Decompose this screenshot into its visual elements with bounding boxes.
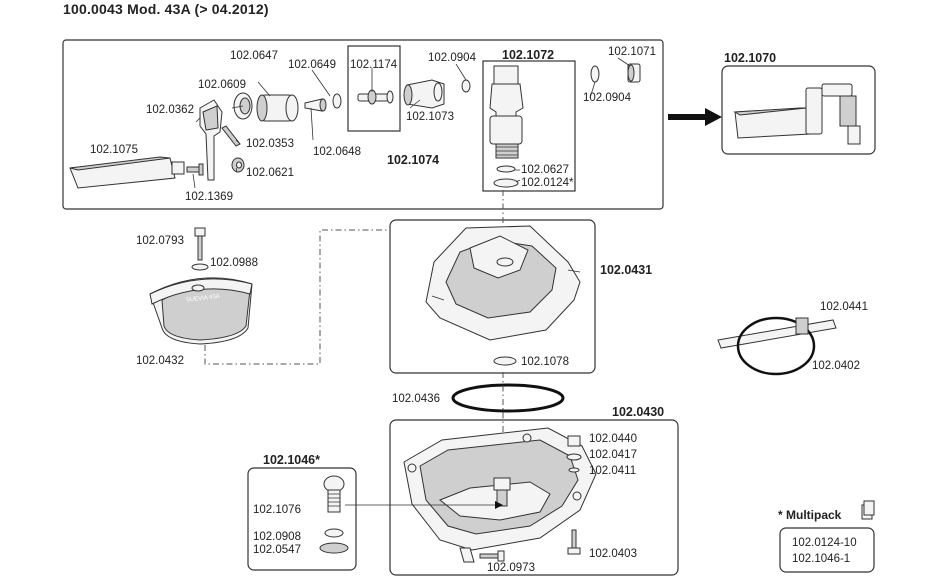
part-oring-0904-c (590, 65, 600, 83)
part-valve-body-1073 (403, 79, 445, 109)
valve-subassembly-frame-1072 (482, 60, 576, 192)
label-102-0440: 102.0440 (589, 433, 637, 445)
label-102-0648: 102.0648 (313, 146, 361, 158)
part-washer-0649 (332, 93, 342, 109)
frame-0430 (389, 419, 679, 576)
label-102-0124: 102.0124* (521, 177, 574, 189)
part-washer-0124 (493, 178, 519, 188)
label-102-0647: 102.0647 (230, 50, 278, 62)
part-oring-1078 (493, 356, 517, 366)
label-102-0436: 102.0436 (392, 393, 440, 405)
part-screw-0973 (479, 550, 505, 562)
part-valve-seat (493, 477, 511, 507)
part-nozzle-0648 (304, 98, 327, 112)
part-pin-0353 (221, 125, 241, 147)
part-assembly-1070 (733, 83, 861, 145)
label-102-1174: 102.1174 (350, 59, 398, 71)
frame-1070 (721, 65, 876, 155)
valve-subassembly-frame-1074 (347, 45, 401, 132)
multipack-frame (779, 527, 875, 573)
label-102-0609: 102.0609 (198, 79, 246, 91)
label-102-0431: 102.0431 (600, 263, 652, 277)
label-102-0547: 102.0547 (253, 544, 301, 556)
diagram-title: 100.0043 Mod. 43A (> 04.2012) (63, 1, 269, 17)
label-102-0417: 102.0417 (589, 449, 637, 461)
arrowhead-1046 (495, 501, 503, 509)
arrow-to-1070 (668, 108, 722, 126)
multipack-item-1: 102.0124-10 (792, 537, 857, 549)
part-oring-0436 (451, 383, 565, 413)
label-102-0362: 102.0362 (146, 104, 194, 116)
part-cap-1071 (627, 63, 641, 83)
label-102-1072: 102.1072 (502, 48, 554, 62)
part-valve-1072 (489, 65, 524, 159)
part-bushing-0647 (256, 94, 299, 122)
part-screw-1369 (186, 163, 204, 176)
part-float-housing (69, 156, 185, 189)
part-oring-0627 (496, 165, 516, 173)
multipack-box-icon (861, 500, 875, 520)
label-102-1071: 102.1071 (608, 46, 656, 58)
label-102-1073: 102.1073 (406, 111, 454, 123)
part-screw-0403 (567, 529, 581, 555)
part-spindle-1174 (357, 89, 389, 105)
label-102-0649: 102.0649 (288, 59, 336, 71)
part-nut-0621 (231, 157, 245, 173)
label-102-0403: 102.0403 (589, 548, 637, 560)
multipack-item-2: 102.1046-1 (792, 553, 850, 565)
part-oring-0904-b (461, 79, 471, 93)
part-drinking-bowl-0431 (425, 225, 581, 341)
frame-1046 (247, 467, 357, 571)
label-102-1076: 102.1076 (253, 504, 301, 516)
label-102-1369: 102.1369 (185, 191, 233, 203)
part-pipe-clamp-0441 (717, 316, 837, 376)
label-102-1046: 102.1046* (263, 453, 320, 467)
part-bowl-cover-0432: SUEVIA 43A (149, 277, 253, 345)
multipack-label: * Multipack (778, 508, 842, 522)
label-102-0627: 102.0627 (521, 164, 569, 176)
label-102-0353: 102.0353 (246, 138, 294, 150)
part-screw-0793 (194, 227, 206, 261)
part-lever-0362 (199, 99, 223, 181)
label-102-1078: 102.1078 (521, 356, 569, 368)
label-102-0793: 102.0793 (136, 235, 184, 247)
bowl-brand-text: SUEVIA 43A (186, 294, 220, 304)
part-washer-0417 (566, 453, 582, 461)
valve-assembly-frame (62, 39, 664, 210)
label-102-0432: 102.0432 (136, 355, 184, 367)
part-washer-0988 (191, 263, 209, 271)
label-102-1075: 102.1075 (90, 144, 138, 156)
label-102-0441: 102.0441 (820, 301, 868, 313)
label-102-0904-top: 102.0904 (428, 52, 477, 64)
label-102-0621: 102.0621 (246, 167, 294, 179)
label-102-0402: 102.0402 (812, 360, 860, 372)
label-102-0973: 102.0973 (487, 562, 535, 574)
label-102-0430: 102.0430 (612, 405, 664, 419)
part-nut-0440 (567, 435, 581, 447)
part-valve-stem-1076 (323, 475, 345, 513)
part-washer-0547 (319, 542, 349, 554)
label-102-1074: 102.1074 (387, 153, 439, 167)
frame-0431 (389, 219, 596, 374)
label-102-0908: 102.0908 (253, 531, 301, 543)
part-clamp-ring-0402 (736, 316, 816, 376)
label-102-0411: 102.0411 (589, 465, 636, 477)
part-oring-0904-a (386, 90, 394, 104)
part-washer-0411 (568, 467, 580, 473)
label-102-1070: 102.1070 (724, 51, 776, 65)
label-102-0904-right: 102.0904 (583, 92, 632, 104)
label-102-0988: 102.0988 (210, 257, 258, 269)
part-washer-0908 (324, 528, 344, 538)
